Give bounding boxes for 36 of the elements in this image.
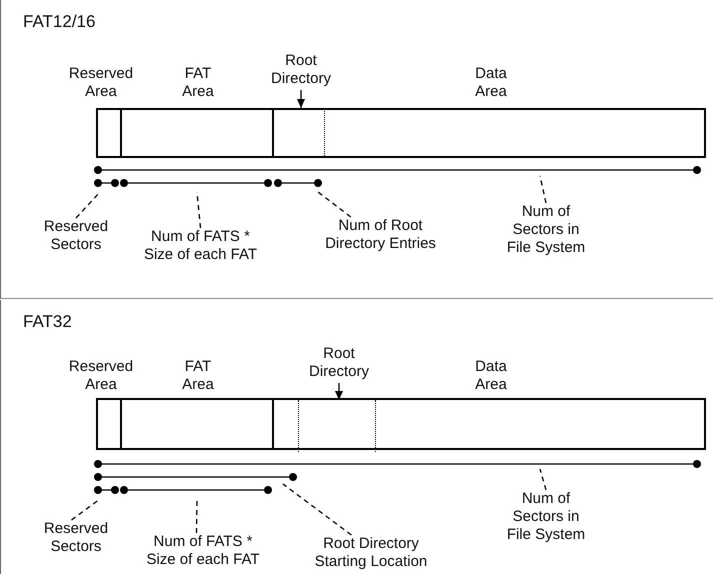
bar-segment — [298, 400, 376, 452]
leader-line — [282, 483, 352, 536]
area-label: FAT Area — [181, 358, 215, 394]
area-label: Reserved Area — [68, 358, 134, 394]
leader-line — [71, 498, 100, 521]
area-label: Reserved Area — [68, 65, 134, 101]
bar-segment — [96, 108, 122, 158]
callout-label: Root Directory — [256, 52, 346, 88]
arrow — [335, 383, 343, 400]
panel-title: FAT12/16 — [23, 12, 96, 32]
bar-segment — [272, 108, 325, 158]
bar-segment — [272, 398, 706, 450]
bar-segment — [120, 108, 274, 158]
callout-label: Num of Sectors in File System — [501, 490, 591, 544]
callout-label: Num of FATS * Size of each FAT — [138, 228, 263, 264]
callout-label: Reserved Sectors — [31, 218, 121, 254]
panel-title: FAT32 — [23, 312, 72, 332]
diagram-panel — [0, 0, 713, 299]
area-label: FAT Area — [181, 65, 215, 101]
arrow — [297, 90, 305, 108]
area-label: Data Area — [474, 65, 508, 101]
leader-line — [196, 499, 198, 533]
callout-label: Root Directory — [294, 345, 384, 381]
callout-label: Reserved Sectors — [31, 520, 121, 556]
bar-segment — [323, 108, 706, 158]
leader-line — [76, 192, 100, 218]
leader-line — [539, 468, 547, 490]
callout-label: Num of Root Directory Entries — [313, 217, 448, 253]
callout-label: Num of Sectors in File System — [501, 203, 591, 257]
area-label: Data Area — [474, 358, 508, 394]
leader-line — [318, 191, 352, 218]
bar-segment — [120, 398, 274, 450]
callout-label: Root Directory Starting Location — [301, 535, 441, 571]
bar-segment — [96, 398, 122, 450]
leader-line — [539, 176, 547, 204]
callout-label: Num of FATS * Size of each FAT — [138, 533, 268, 569]
